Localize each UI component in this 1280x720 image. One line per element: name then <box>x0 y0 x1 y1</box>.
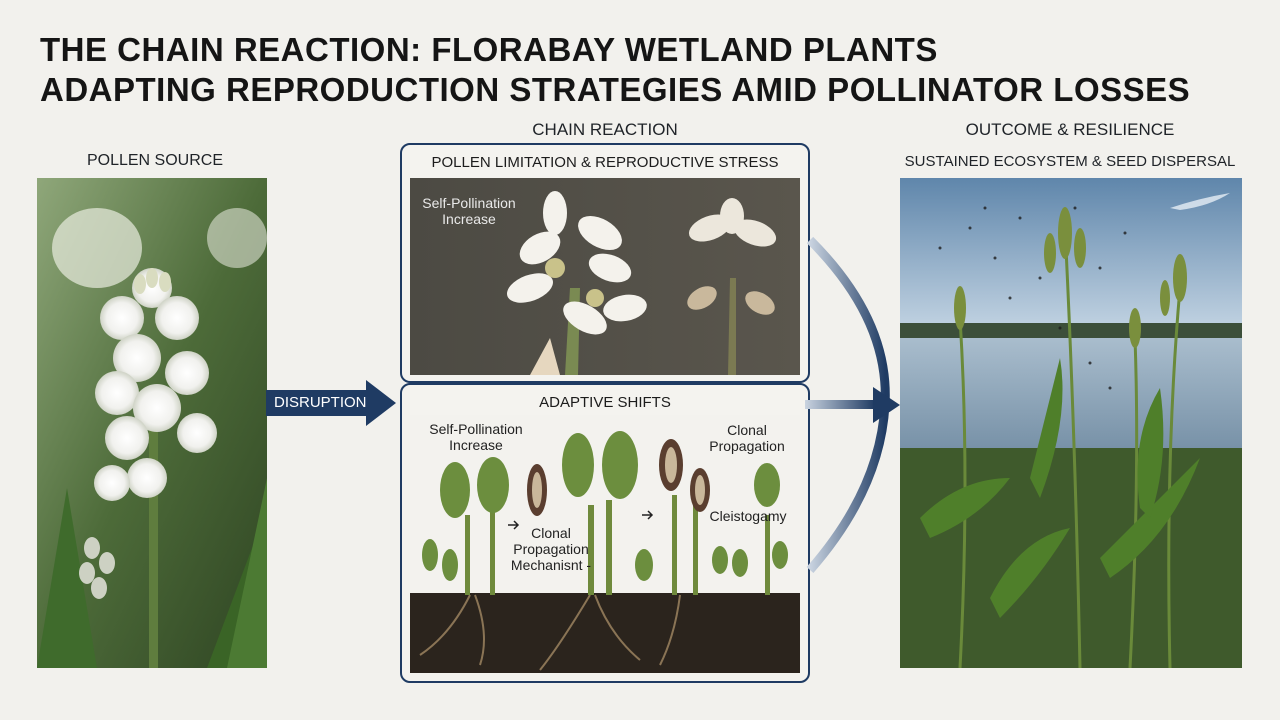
clonal-mechanism-annotation: Clonal Propagation Mechanisnt - <box>510 525 592 573</box>
adaptive-shifts-title: ADAPTIVE SHIFTS <box>539 394 671 411</box>
ecosystem-image <box>900 178 1242 668</box>
cleistogamy-annotation: Cleistogamy <box>709 508 787 524</box>
outcome-header: OUTCOME & RESILIENCE <box>965 120 1175 139</box>
disruption-arrow <box>266 380 396 426</box>
title-bold: THE CHAIN REACTION: <box>40 31 422 68</box>
self-pollination-annotation-bottom: Self-Pollination Increase <box>429 421 523 453</box>
wilting-flowers-illustration <box>410 178 800 375</box>
adaptive-shifts-box: ADAPTIVE SHIFTS <box>400 383 810 683</box>
disruption-label: DISRUPTION <box>274 394 367 411</box>
pollen-source-label: POLLEN SOURCE <box>86 152 224 169</box>
self-pollination-annotation-top: Self-Pollination Increase <box>422 195 516 227</box>
title-line2: ADAPTING REPRODUCTION STRATEGIES AMID PO… <box>40 71 1191 108</box>
chain-reaction-header: CHAIN REACTION <box>532 120 678 139</box>
clonal-propagation-annotation: Clonal Propagation <box>709 422 785 454</box>
adaptive-shifts-image <box>410 415 800 673</box>
flower-spike-illustration <box>37 178 267 668</box>
pollen-limitation-title: POLLEN LIMITATION & REPRODUCTIVE STRESS <box>431 154 779 171</box>
outcome-label: SUSTAINED ECOSYSTEM & SEED DISPERSAL <box>904 153 1236 170</box>
pollen-limitation-box: POLLEN LIMITATION & REPRODUCTIVE STRESS <box>400 143 810 383</box>
pollen-source-image <box>37 178 267 668</box>
seedpods-roots-illustration <box>410 415 800 673</box>
pollen-limitation-image <box>410 178 800 375</box>
wetland-landscape-illustration <box>900 178 1242 668</box>
title-rest: FLORABAY WETLAND PLANTS <box>421 31 938 68</box>
page-title: THE CHAIN REACTION: FLORABAY WETLAND PLA… <box>40 30 1240 110</box>
outcome-connector-arrow <box>805 236 900 573</box>
